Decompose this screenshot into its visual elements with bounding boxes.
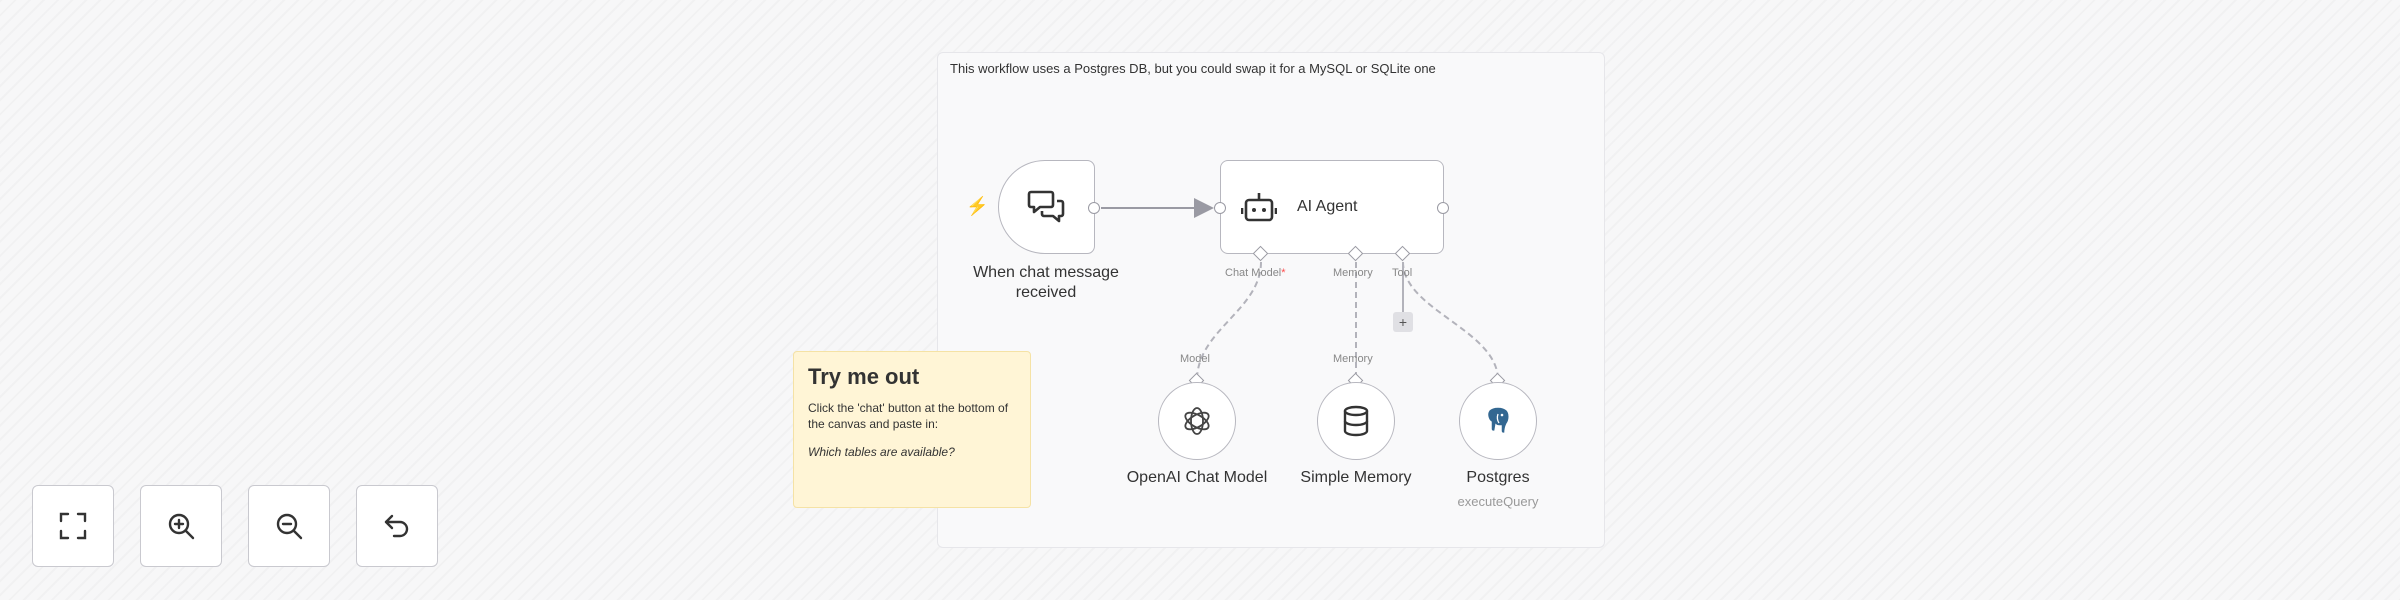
node-memory-label: Simple Memory [1300, 469, 1412, 486]
trigger-output-port[interactable] [1088, 202, 1100, 214]
lightning-icon: ⚡ [966, 196, 989, 216]
openai-icon [1184, 407, 1210, 435]
add-tool-button[interactable]: + [1393, 312, 1413, 332]
tool-port-label: Tool [1392, 267, 1413, 279]
memory-input-label: Memory [1333, 353, 1373, 365]
chat-model-port-label: Chat Model* [1225, 267, 1286, 279]
model-input-label: Model [1180, 353, 1210, 365]
agent-input-port[interactable] [1214, 202, 1226, 214]
node-openai-chat-model[interactable] [1158, 382, 1236, 460]
zoom-out-button[interactable] [248, 485, 330, 567]
node-openai-label: OpenAI Chat Model [1126, 469, 1268, 486]
node-postgres-sublabel: executeQuery [1457, 494, 1539, 509]
sticky-note-try-me[interactable]: Try me out Click the 'chat' button at th… [793, 351, 1031, 508]
agent-output-port[interactable] [1437, 202, 1449, 214]
zoom-out-icon [276, 513, 303, 540]
reset-zoom-button[interactable] [356, 485, 438, 567]
chat-bubbles-icon [1027, 190, 1064, 223]
fullscreen-icon [59, 512, 87, 540]
zoom-in-button[interactable] [140, 485, 222, 567]
robot-icon [1241, 193, 1277, 222]
sticky-try-body: Click the 'chat' button at the bottom of… [808, 401, 1009, 431]
database-icon [1343, 405, 1369, 437]
node-ai-agent-label: AI Agent [1297, 198, 1358, 215]
node-chat-trigger[interactable] [998, 160, 1095, 254]
sticky-try-example: Which tables are available? [808, 445, 955, 459]
node-postgres-label: Postgres [1466, 469, 1530, 486]
node-chat-trigger-label: When chat message received [973, 264, 1119, 301]
sticky-note-text: This workflow uses a Postgres DB, but yo… [950, 61, 1436, 76]
undo-icon [384, 514, 409, 538]
zoom-in-icon [168, 513, 195, 540]
sticky-try-title: Try me out [808, 364, 920, 389]
fit-view-button[interactable] [32, 485, 114, 567]
memory-port-label: Memory [1333, 267, 1373, 279]
postgres-elephant-icon [1486, 406, 1510, 435]
node-ai-agent[interactable]: AI Agent [1220, 160, 1444, 254]
node-simple-memory[interactable] [1317, 382, 1395, 460]
node-postgres[interactable] [1459, 382, 1537, 460]
